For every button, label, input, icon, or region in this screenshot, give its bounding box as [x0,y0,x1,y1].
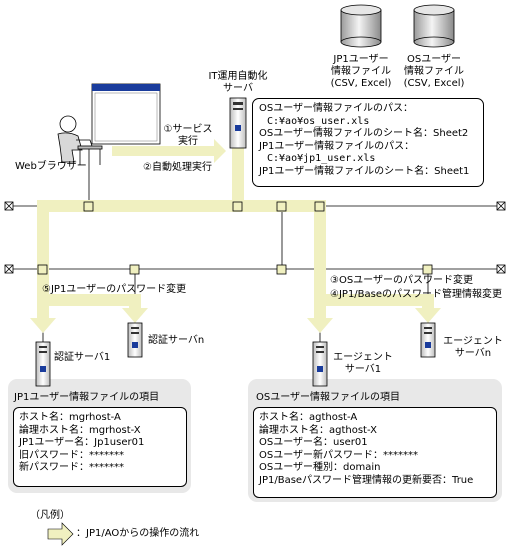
step-4-label: ④JP1/Baseのパスワード管理情報変更 [330,289,503,300]
legend-arrow-label: ：JP1/AOからの操作の流れ [76,528,200,539]
automation-server-label: IT運用自動化 サーバ [208,71,268,94]
os-panel-title: OSユーザー情報ファイルの項目 [256,392,401,403]
path-line-4: JP1ユーザー情報ファイルのパス： [259,140,415,152]
os-item: ホスト名：agthost-A [259,412,358,423]
user-person-icon [57,115,103,165]
jp1-item: 論理ホスト名：mgrhost-X [19,424,141,436]
os-item: OSユーザー新パスワード：******* [259,449,419,461]
step-2-label: ②自動処理実行 [143,162,212,173]
os-item: JP1/Baseパスワード管理情報の更新要否：True [259,474,474,486]
path-line-1: OSユーザー情報ファイルのパス： [259,103,414,114]
step-5-label: ⑤JP1ユーザーのパスワード変更 [42,284,187,295]
jp1-item: ホスト名：mgrhost-A [19,412,121,423]
jp1-item: JP1ユーザー名：Jp1user01 [19,437,145,448]
step-1-label: ①サービス 実行 [163,124,213,147]
automation-server-icon [229,97,247,149]
database-icon-os [413,4,455,48]
path-line-2: C:¥ao¥os_user.xls [267,115,370,127]
web-browser-label: Webブラウザー [15,161,87,172]
flow-arrows [30,139,441,333]
legend-title: （凡例） [30,510,70,521]
junction-nodes [37,201,433,275]
flow-arrowhead-agentn [415,308,441,323]
jp1-item: 旧パスワード：******* [19,449,124,461]
flow-arrowhead-auth1 [30,318,56,333]
jp1-item: 新パスワード：******* [19,462,124,473]
os-item: OSユーザー名：user01 [259,437,368,448]
os-item: 論理ホスト名：agthost-X [259,424,377,436]
browser-window-icon [91,83,161,145]
os-item: OSユーザー種別：domain [259,462,381,473]
agent-server-1-icon [312,341,328,387]
agent-server-1-label: エージェント サーバ1 [333,352,393,375]
flow-arrowhead-agent1 [307,318,333,333]
agent-server-n-icon [420,322,436,358]
path-line-6: JP1ユーザー情報ファイルのシート名：Sheet1 [259,165,470,177]
db-label-os: OSユーザー 情報ファイル (CSV, Excel) [403,54,465,89]
step-3-label: ③OSユーザーのパスワード変更 [330,275,473,286]
path-line-5: C:¥ao¥jp1_user.xls [267,153,376,164]
jp1-panel-title: JP1ユーザー情報ファイルの項目 [14,392,160,403]
legend-arrow-icon [47,522,74,546]
path-line-3: OSユーザー情報ファイルのシート名：Sheet2 [259,128,469,139]
database-icon-jp1 [340,4,382,48]
auth-server-n-icon [127,322,143,358]
file-path-info-box: OSユーザー情報ファイルのパス： C:¥ao¥os_user.xls OSユーザ… [252,98,484,187]
agent-server-n-label: エージェント サーバn [443,336,503,359]
auth-server-n-label: 認証サーバn [148,335,205,346]
flow-arrow-service [112,139,226,163]
network-line-lower [4,264,506,274]
db-label-jp1: JP1ユーザー 情報ファイル (CSV, Excel) [330,54,392,89]
auth-server-1-icon [35,341,51,387]
auth-server-1-label: 認証サーバ1 [54,352,111,363]
flow-arrowhead-authn [122,308,148,323]
